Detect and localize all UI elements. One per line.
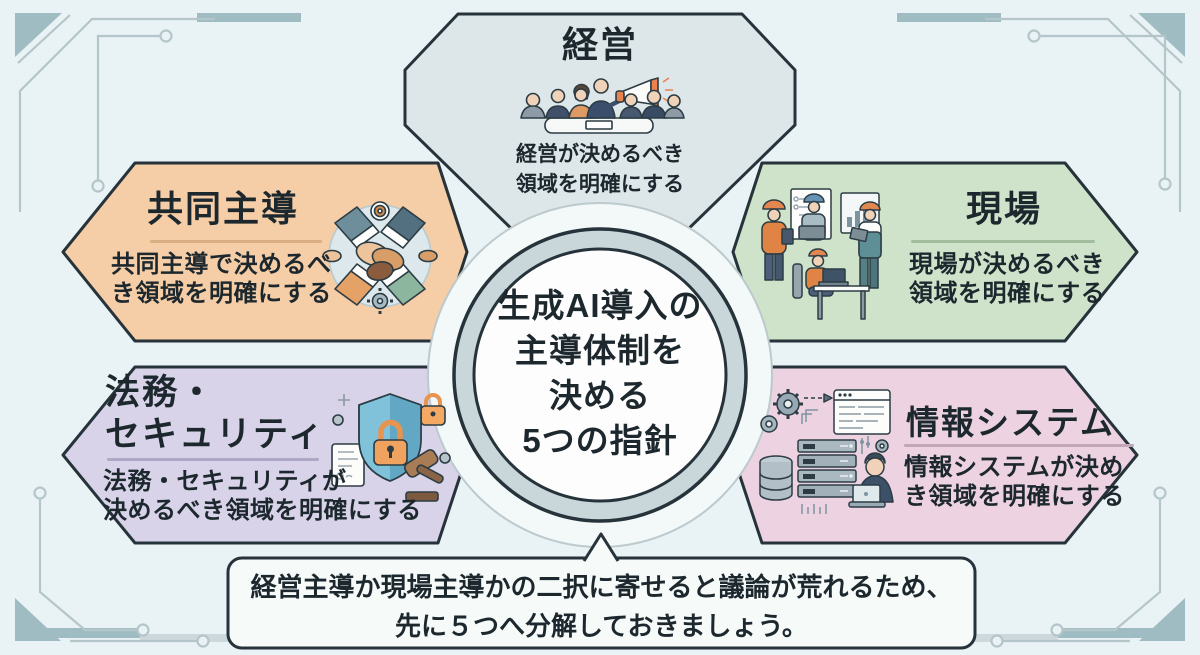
legal-divider [107, 458, 319, 461]
center-title-line3: 決める [549, 377, 651, 414]
meeting-megaphone-icon [520, 77, 685, 134]
security-shield-icon [331, 393, 451, 502]
it-body-line2: き領域を明確にする [904, 483, 1125, 510]
center-title-line2: 主導体制を [515, 332, 685, 369]
field-body-line1: 現場が決めるべき [909, 251, 1105, 278]
legal-body-line2: 決めるべき領域を明確にする [103, 497, 422, 524]
center-title: 生成AI導入の 主導体制を 決める 5つの指針 [440, 283, 760, 463]
management-body-line1: 経営が決めるべき [516, 143, 684, 166]
it-divider [904, 444, 1134, 447]
footer-note-line2: 先に５つへ分解しておきましょう。 [395, 611, 808, 641]
handshake-icon [322, 201, 438, 314]
legal-title: 法務・ セキュリティ [105, 372, 325, 456]
field-divider [911, 240, 1095, 243]
joint-divider [150, 240, 322, 243]
center-disc [472, 247, 728, 503]
field-workers-icon [761, 188, 882, 320]
joint-title: 共同主導 [147, 188, 300, 229]
legal-title-line1: 法務・ [105, 373, 217, 412]
it-title: 情報システム [906, 404, 1116, 441]
joint-body-line2: き領域を明確にする [111, 280, 332, 307]
field-title: 現場 [965, 188, 1042, 229]
field-body-line2: 領域を明確にする [909, 280, 1106, 307]
footer-note: 経営主導か現場主導かの二択に寄せると議論が荒れるため、 先に５つへ分解しておきま… [228, 568, 975, 646]
it-body: 情報システムが決め き領域を明確にする [904, 453, 1125, 511]
field-shape [731, 161, 1139, 343]
field-body: 現場が決めるべき 領域を明確にする [909, 250, 1105, 308]
circuit-decoration-bottom-left [15, 486, 245, 648]
joint-body-line1: 共同主導で決めるべ [111, 251, 332, 278]
it-systems-icon [759, 389, 894, 514]
joint-body: 共同主導で決めるべ き領域を明確にする [111, 250, 332, 308]
circuit-decoration-top-left [15, 13, 301, 212]
footer-note-line1: 経営主導か現場主導かの二択に寄せると議論が荒れるため、 [250, 572, 953, 602]
legal-body: 法務・セキュリティが 決めるべき領域を明確にする [103, 467, 422, 525]
management-body-line2: 領域を明確にする [515, 173, 685, 196]
circuit-decoration-bottom-right [953, 486, 1185, 648]
center-title-line4: 5つの指針 [522, 422, 678, 459]
footer-note-tail [584, 534, 618, 561]
circuit-decoration-top-right [897, 13, 1185, 212]
management-title: 経営 [561, 24, 638, 65]
management-shape [403, 12, 797, 317]
center-title-line1: 生成AI導入の [497, 287, 703, 324]
legal-title-line2: セキュリティ [105, 415, 325, 454]
management-body: 経営が決めるべき 領域を明確にする [450, 140, 750, 200]
it-body-line1: 情報システムが決め [904, 454, 1124, 481]
legal-body-line1: 法務・セキュリティが [103, 468, 347, 495]
